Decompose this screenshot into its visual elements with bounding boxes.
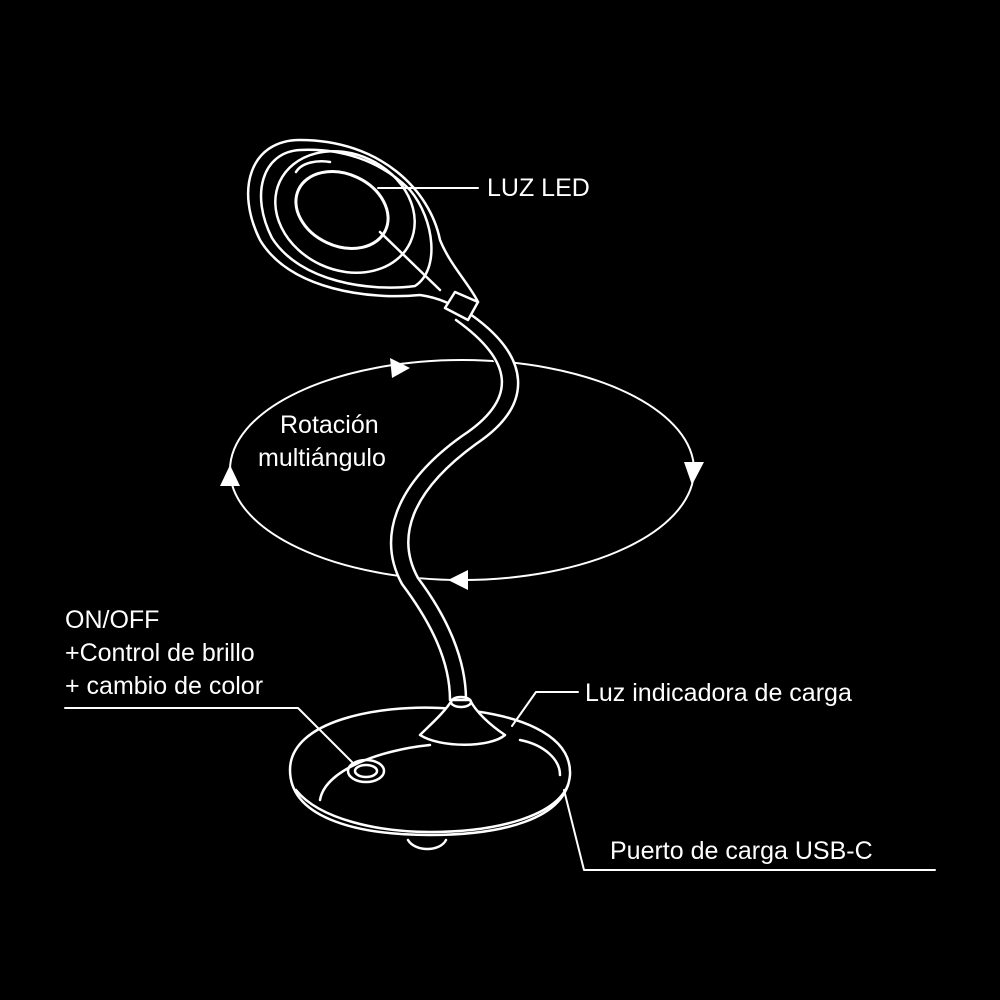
arrow-head-right <box>684 462 704 485</box>
button-label-line3: + cambio de color <box>65 672 264 700</box>
lamp-base <box>288 695 572 851</box>
leader-lines <box>64 187 936 871</box>
rotation-arrows <box>220 358 704 590</box>
usb-port-label: Puerto de carga USB-C <box>610 837 873 865</box>
lamp-head <box>246 138 480 322</box>
button-label-line1: ON/OFF <box>65 606 160 634</box>
gooseneck <box>389 309 520 709</box>
charge-indicator-label: Luz indicadora de carga <box>585 679 852 707</box>
rotation-label-line1: Rotación <box>280 411 379 439</box>
power-button <box>346 758 386 784</box>
usb-leader <box>563 789 936 871</box>
button-label-line2: +Control de brillo <box>65 639 255 667</box>
arrow-head-bottom <box>448 570 468 590</box>
indicator-leader <box>511 691 579 727</box>
led-label: LUZ LED <box>487 174 590 202</box>
arrow-head-top <box>390 358 410 378</box>
rotation-label-line2: multiángulo <box>258 444 386 472</box>
arrow-head-left <box>220 465 240 486</box>
button-leader <box>64 707 353 763</box>
